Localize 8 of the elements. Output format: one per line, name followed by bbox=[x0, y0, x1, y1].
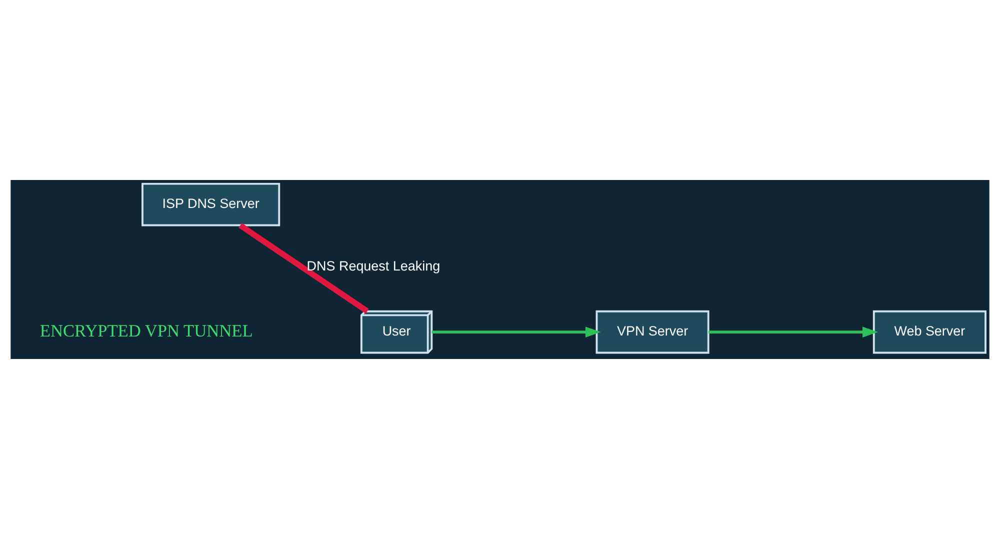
node-box: ISP DNS Server bbox=[142, 182, 280, 226]
node-box: VPN Server bbox=[596, 310, 710, 354]
node-box: Web Server bbox=[872, 310, 986, 354]
arrow bbox=[708, 326, 878, 338]
arrow bbox=[432, 326, 601, 338]
label: ENCRYPTED VPN TUNNEL bbox=[40, 321, 253, 340]
connector bbox=[238, 223, 369, 314]
edge-label: DNS Request Leaking bbox=[306, 258, 440, 274]
